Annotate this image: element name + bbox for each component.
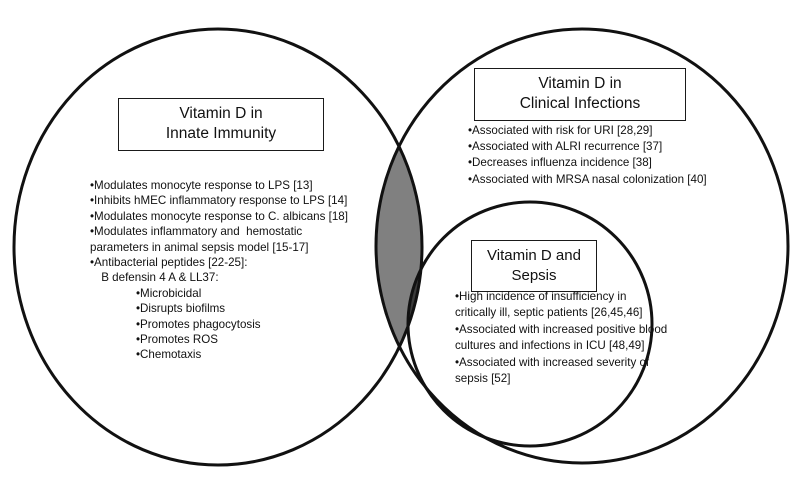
bullet-item: •Associated with increased severity of s… [455, 355, 650, 386]
title-innate-line-1: Vitamin D in [179, 105, 263, 122]
title-clinical-line-1: Vitamin D in [538, 75, 622, 92]
title-clinical-line-2: Clinical Infections [519, 95, 641, 113]
bullet-list-clinical-infections: •Associated with risk for URI [28,29] •A… [468, 123, 718, 188]
bullet-item: •Associated with MRSA nasal colonization… [468, 172, 707, 186]
title-box-innate-immunity[interactable]: Vitamin D in Innate Immunity [118, 98, 324, 152]
bullet-item: •Associated with increased positive bloo… [455, 322, 668, 353]
bullet-item-continuation: parameters in animal sepsis model [15-17… [90, 240, 309, 254]
bullet-subitem: •Disrupts biofilms [136, 302, 226, 316]
bullet-subitem: •Chemotaxis [136, 348, 202, 362]
bullet-list-innate-immunity: •Modulates monocyte response to LPS [13]… [90, 178, 390, 363]
bullet-item: •High incidence of insufficiency in crit… [455, 290, 643, 320]
title-innate-line-2: Innate Immunity [165, 125, 277, 143]
bullet-subitem: •Microbicidal [136, 286, 202, 300]
circle-innate-immunity[interactable] [12, 27, 424, 467]
bullet-item: •Antibacterial peptides [22-25]: [90, 256, 248, 270]
bullet-subitem: •Promotes phagocytosis [136, 317, 261, 331]
title-box-vitamin-d-sepsis[interactable]: Vitamin D and Sepsis [471, 240, 597, 292]
circle-clinical-infections[interactable] [374, 27, 790, 465]
title-sepsis-line-2: Sepsis [511, 266, 557, 284]
bullet-item: •Modulates inflammatory and hemostatic [90, 225, 303, 239]
bullet-subitem: B defensin 4 A & LL37: [98, 271, 219, 285]
circle-vitamin-d-sepsis[interactable] [406, 200, 654, 448]
bullet-item: •Modulates monocyte response to LPS [13] [90, 179, 313, 192]
bullet-item: •Associated with risk for URI [28,29] [468, 124, 653, 137]
bullet-item: •Decreases influenza incidence [38] [468, 156, 652, 170]
title-box-clinical-infections[interactable]: Vitamin D in Clinical Infections [474, 68, 686, 122]
title-sepsis-line-1: Vitamin D and [487, 247, 581, 264]
bullet-item: •Modulates monocyte response to C. albic… [90, 209, 348, 223]
bullet-list-vitamin-d-sepsis: •High incidence of insufficiency in crit… [455, 289, 670, 387]
bullet-item: •Inhibits hMEC inflammatory response to … [90, 194, 348, 208]
bullet-item: •Associated with ALRI recurrence [37] [468, 140, 663, 154]
bullet-subitem: •Promotes ROS [136, 333, 219, 347]
